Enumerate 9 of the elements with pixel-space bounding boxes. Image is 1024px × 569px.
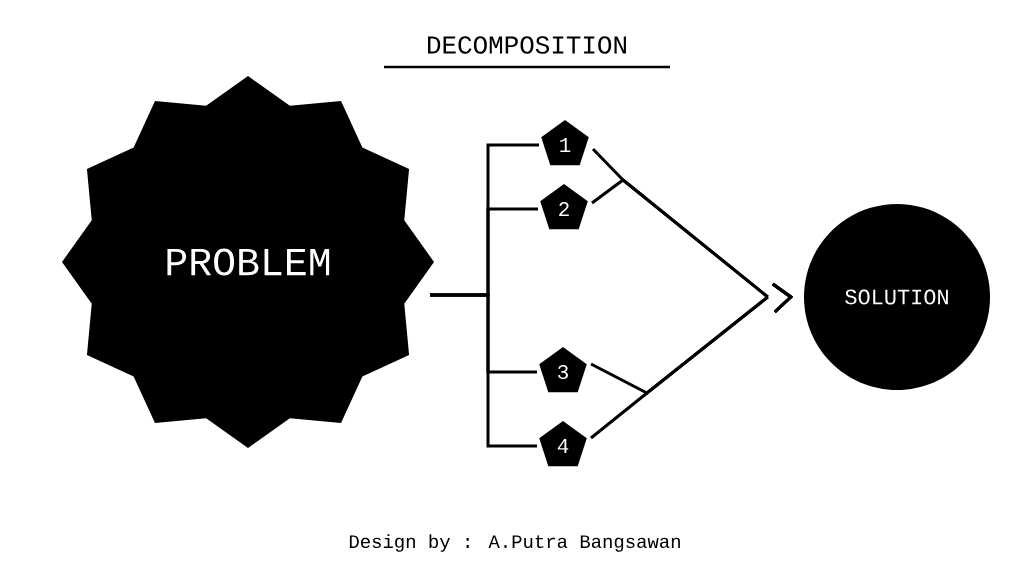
connector-line [430,293,537,448]
caption: Design by : A.Putra Bangsawan [349,534,680,552]
pentagon-badge: 4 [539,421,587,467]
pentagon-badge: 2 [540,184,588,230]
pentagon-badge: 1 [541,120,589,166]
circle-node: SOLUTION [804,204,990,390]
title: DECOMPOSITION [428,36,626,54]
pentagon-badge: 3 [539,347,587,393]
arrow [589,282,794,440]
